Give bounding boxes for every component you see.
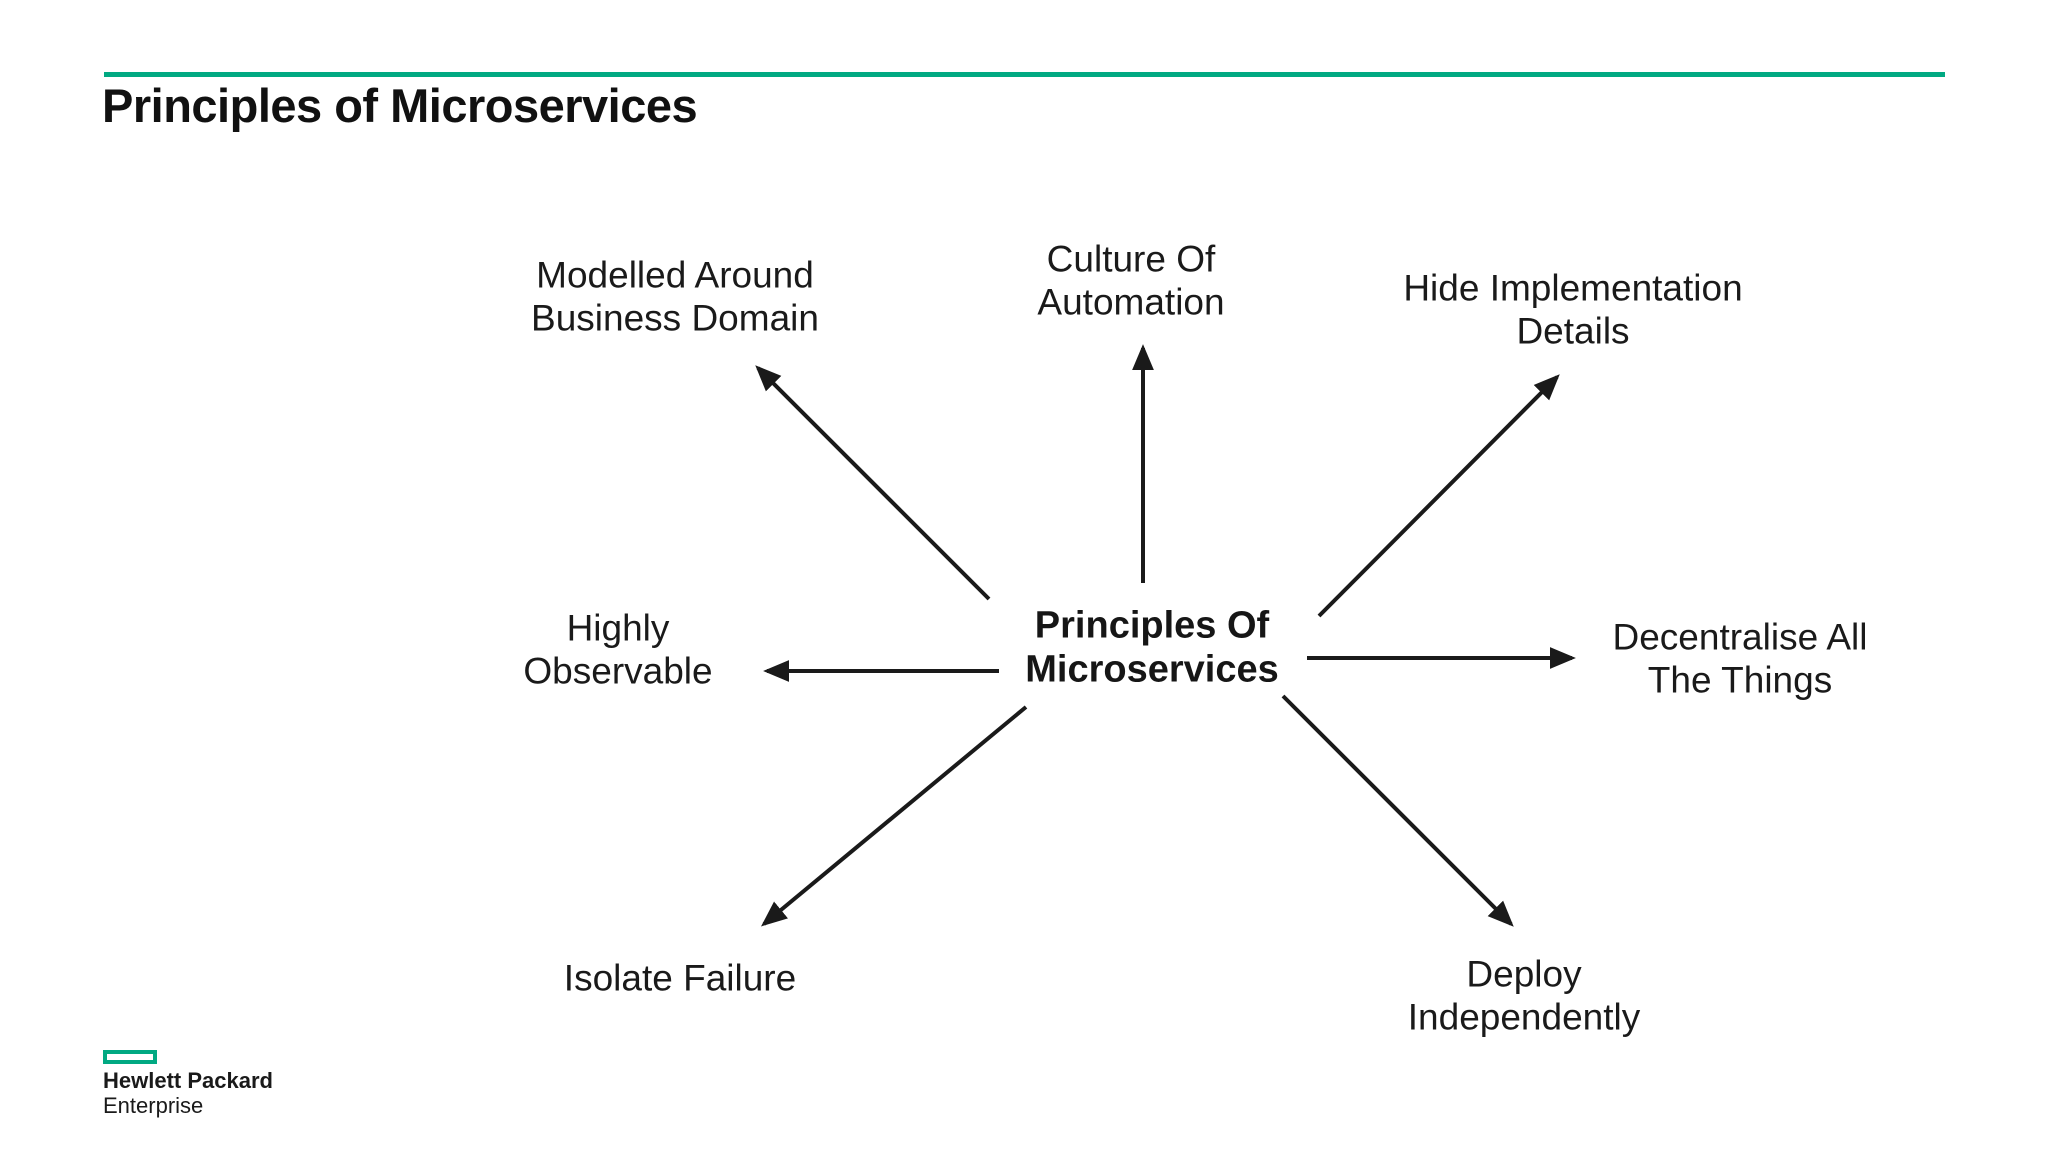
hpe-logo-mark-icon: [103, 1050, 157, 1064]
diagram-node-highly-observable: Highly Observable: [523, 607, 713, 692]
hpe-logo-brand-line2: Enterprise: [103, 1093, 204, 1118]
arrow-to-deploy-independently: [1281, 694, 1514, 927]
arrow-to-isolate-failure: [760, 705, 1028, 927]
diagram-node-culture-of-automation: Culture Of Automation: [1037, 238, 1225, 323]
accent-rule: [104, 72, 1945, 77]
diagram-node-isolate-failure: Isolate Failure: [563, 957, 797, 999]
hpe-logo: Hewlett Packard Enterprise: [103, 1050, 273, 1117]
diagram-center-node: Principles Of Microservices: [1025, 604, 1279, 691]
page-title: Principles of Microservices: [102, 79, 698, 132]
arrow-to-hide-implementation-details: [1317, 374, 1560, 618]
diagram-node-deploy-independently: Deploy Independently: [1407, 953, 1641, 1038]
arrow-to-modelled-around-business-domain: [755, 365, 991, 601]
diagram-node-modelled-around-business-domain: Modelled Around Business Domain: [531, 254, 819, 339]
hpe-logo-brand-line1: Hewlett Packard: [103, 1068, 273, 1093]
diagram-node-decentralise-all-the-things: Decentralise All The Things: [1612, 616, 1868, 701]
diagram-node-hide-implementation-details: Hide Implementation Details: [1403, 267, 1743, 352]
